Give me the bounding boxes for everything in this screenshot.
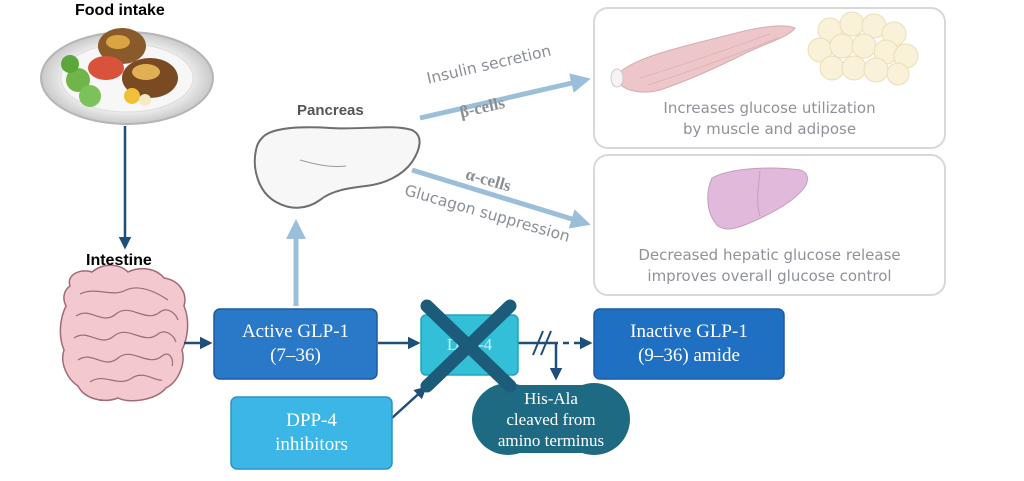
pancreas-label: Pancreas: [297, 102, 364, 119]
intestine-label: Intestine: [86, 252, 152, 269]
food-intake-label: Food intake: [75, 2, 165, 19]
food-plate-illustration: [40, 28, 214, 125]
active-glp1-box: Active GLP-1 (7–36): [214, 309, 377, 379]
cleaved-line1: His-Ala: [524, 388, 578, 408]
insulin-secretion-arrow: [419, 73, 591, 121]
dpp4-inhibitors-box: DPP-4 inhibitors: [231, 397, 392, 469]
active-glp1-box-shape: [213, 308, 378, 380]
liver-effect-panel: [593, 154, 946, 296]
muscle-illustration: [610, 25, 796, 93]
pancreas-illustration: [253, 126, 421, 209]
muscle-adipose-effect-line1: Increases glucose utilization: [663, 99, 876, 117]
inactive-glp1-line1: Inactive GLP-1: [630, 321, 748, 342]
inhibitors-to-dpp4-arrow: [391, 386, 427, 419]
adipose-illustration: [807, 11, 919, 86]
muscle-adipose-effect-text: Increases glucose utilization by muscle …: [596, 98, 943, 140]
intestine-illustration: [59, 264, 189, 402]
blocked-slash-2: [540, 330, 552, 356]
cleaved-line3: amino terminus: [497, 430, 605, 450]
inactive-glp1-line2: (9–36) amide: [638, 345, 740, 366]
liver-effect-line1: Decreased hepatic glucose release: [638, 246, 901, 264]
glucagon-suppression-arrow: [411, 167, 591, 229]
muscle-adipose-effect-line2: by muscle and adipose: [682, 120, 857, 138]
cleaved-residues-text: His-Ala cleaved from amino terminus: [472, 383, 630, 455]
cleaved-residues-shape: [472, 383, 630, 455]
dpp4-inhibitors-box-shape: [230, 396, 393, 470]
dpp4-label: DPP-4: [446, 335, 493, 354]
dpp4-inhibitors-line1: DPP-4: [286, 410, 337, 431]
liver-illustration: [707, 167, 808, 230]
dpp4-box: DPP-4: [421, 315, 518, 375]
inactive-glp1-box-shape: [593, 308, 785, 380]
liver-effect-line2: improves overall glucose control: [647, 267, 892, 285]
blocked-slash-1: [532, 330, 544, 356]
active-glp1-line1: Active GLP-1: [241, 321, 350, 342]
inactive-glp1-box: Inactive GLP-1 (9–36) amide: [594, 309, 784, 379]
liver-effect-text: Decreased hepatic glucose release improv…: [596, 245, 943, 287]
cleaved-line2: cleaved from: [506, 409, 596, 429]
dpp4-inhibitors-line2: inhibitors: [275, 434, 348, 455]
active-glp1-line2: (7–36): [270, 345, 321, 366]
